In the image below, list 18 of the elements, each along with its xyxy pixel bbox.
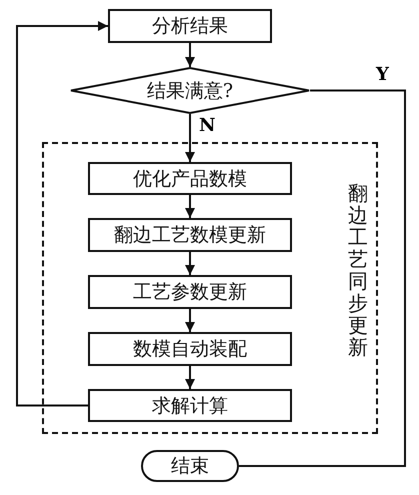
arrow bbox=[185, 309, 195, 332]
dashed-frame bbox=[42, 142, 378, 434]
arrow bbox=[185, 252, 195, 275]
process-box: 翻边工艺数模更新 bbox=[88, 218, 292, 252]
terminal-box: 结束 bbox=[141, 450, 239, 482]
arrow bbox=[185, 43, 195, 67]
arrow bbox=[185, 114, 195, 162]
process-box: 分析结果 bbox=[108, 9, 272, 43]
connector-line bbox=[239, 90, 406, 467]
process-box: 数模自动装配 bbox=[88, 332, 292, 366]
process-box: 优化产品数模 bbox=[88, 162, 292, 195]
vertical-label: 翻边工艺同步更新 bbox=[347, 182, 369, 358]
arrow bbox=[185, 195, 195, 218]
decision-diamond: 结果满意? bbox=[70, 67, 310, 114]
arrow bbox=[16, 21, 108, 406]
arrow bbox=[185, 366, 195, 389]
process-box: 求解计算 bbox=[88, 389, 292, 422]
process-box: 工艺参数更新 bbox=[88, 275, 292, 309]
